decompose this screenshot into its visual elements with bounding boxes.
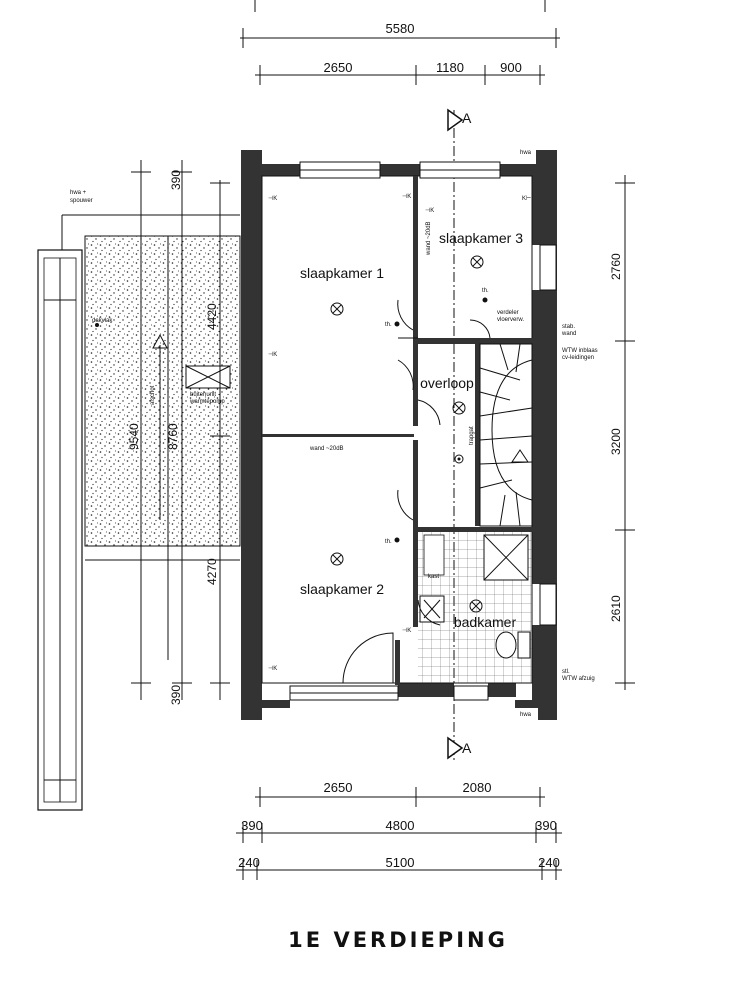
thermostat-icon (394, 297, 488, 543)
dim-left-balcony: 8760 (166, 423, 180, 450)
ceiling-light-icon (330, 552, 344, 566)
note-afschot: afschot (150, 385, 156, 405)
socket-icons: ⊣K ⊣K ⊣K K⊢ ⊣K ⊣K ⊣K (268, 193, 531, 672)
interior-walls (262, 176, 533, 685)
note-stab-wand-1: stab. (562, 324, 575, 330)
right-dimension-lines: 2760 3200 2610 (609, 175, 635, 690)
note-hwa-bottom: hwa (520, 712, 532, 718)
svg-text:⊣K: ⊣K (425, 207, 434, 214)
note-dakvlak: dakvlak (92, 318, 113, 324)
dim-right-seg-3: 2610 (609, 595, 623, 622)
section-mark-bottom: A (462, 740, 472, 756)
ceiling-light-icon (330, 302, 344, 316)
dim-bottom-3-b: 5100 (386, 855, 415, 870)
ceiling-light-icon (469, 599, 483, 613)
svg-text:⊣K: ⊣K (402, 193, 411, 200)
dim-left-inner-total: 9540 (127, 423, 141, 450)
dim-left-outer-2: 4420 (205, 303, 219, 330)
section-mark-top: A (462, 110, 472, 126)
dim-left-outer-1: 390 (169, 170, 183, 190)
door-swings (342, 299, 491, 684)
ceiling-light-icon (470, 255, 484, 269)
note-hwa-spouwer-1: hwa + (70, 190, 87, 196)
dim-right-seg-1: 2760 (609, 253, 623, 280)
svg-text:⊣K: ⊣K (402, 627, 411, 634)
dim-left-outer-4: 390 (169, 685, 183, 705)
note-th-3: th. (482, 288, 489, 294)
dim-bottom-3-c: 240 (538, 855, 560, 870)
dim-bottom-3-a: 240 (238, 855, 260, 870)
room-slaapkamer-3: slaapkamer 3 (439, 230, 523, 246)
note-stl-2: WTW afzuig (562, 676, 595, 682)
svg-text:⊣K: ⊣K (268, 351, 277, 358)
top-dimension-lines: 5580 2650 1180 900 (240, 0, 560, 85)
left-dimension-lines: 390 4420 4270 390 9540 8760 (127, 160, 230, 705)
note-verdeler-2: vloerverw. (497, 317, 524, 323)
svg-text:K⊢: K⊢ (522, 195, 531, 202)
note-th-1: th. (385, 322, 392, 328)
note-hwa-spouwer-2: spouwer (70, 198, 93, 204)
room-badkamer: badkamer (454, 614, 517, 630)
right-notes: hwa hwa verdeler vloerverw. stab. wand W… (497, 150, 598, 718)
dim-top-seg-1: 2650 (324, 60, 353, 75)
svg-text:⊣K: ⊣K (268, 195, 277, 202)
note-wand-20db: wand ~20dB (309, 446, 344, 452)
note-buitenunit-1: buitenunit (190, 392, 216, 398)
dim-bottom-1-b: 2080 (463, 780, 492, 795)
room-overloop: overloop (420, 375, 474, 391)
room-labels: slaapkamer 1 slaapkamer 2 slaapkamer 3 o… (300, 230, 523, 630)
room-slaapkamer-1: slaapkamer 1 (300, 265, 384, 281)
note-stab-wand-2: wand (561, 331, 576, 337)
dim-bottom-2-c: 390 (535, 818, 557, 833)
roof-terrace: hwa + spouwer dakvlak afschot buitenunit… (37, 190, 241, 811)
dim-bottom-2-b: 4800 (386, 818, 415, 833)
dim-left-outer-3: 4270 (205, 558, 219, 585)
dim-bottom-2-a: 390 (241, 818, 263, 833)
staircase: trapgat (469, 343, 533, 527)
bottom-dimension-lines: 2650 2080 390 4800 390 240 5100 240 (236, 780, 562, 880)
dim-top-seg-3: 900 (500, 60, 522, 75)
smoke-detector-icon (454, 454, 464, 464)
note-wand-20db-2: wand ~20dB (426, 221, 432, 256)
note-verdeler-1: verdeler (497, 310, 519, 316)
note-trapgat: trapgat (469, 426, 475, 445)
note-wtw-inblaas-1: WTW inblaas (562, 348, 598, 354)
dim-right-seg-2: 3200 (609, 428, 623, 455)
ceiling-light-icon (452, 401, 466, 415)
note-hwa-top: hwa (520, 150, 532, 156)
drawing-title: 1E VERDIEPING (288, 928, 508, 952)
dim-top-total: 5580 (386, 21, 415, 36)
note-stl-1: stl. (562, 669, 570, 675)
note-wtw-inblaas-2: cv-leidingen (562, 355, 594, 361)
dim-bottom-1-a: 2650 (324, 780, 353, 795)
outer-walls (241, 150, 557, 720)
note-buitenunit-2: warmtepomp (189, 399, 225, 405)
svg-text:⊣K: ⊣K (268, 665, 277, 672)
electrical-symbols: ⊣K ⊣K ⊣K K⊢ ⊣K ⊣K ⊣K th. th. th. wand ~2… (268, 193, 531, 672)
note-kast: kast (428, 574, 439, 580)
note-th-2: th. (385, 539, 392, 545)
dim-top-seg-2: 1180 (436, 60, 464, 75)
room-slaapkamer-2: slaapkamer 2 (300, 581, 384, 597)
